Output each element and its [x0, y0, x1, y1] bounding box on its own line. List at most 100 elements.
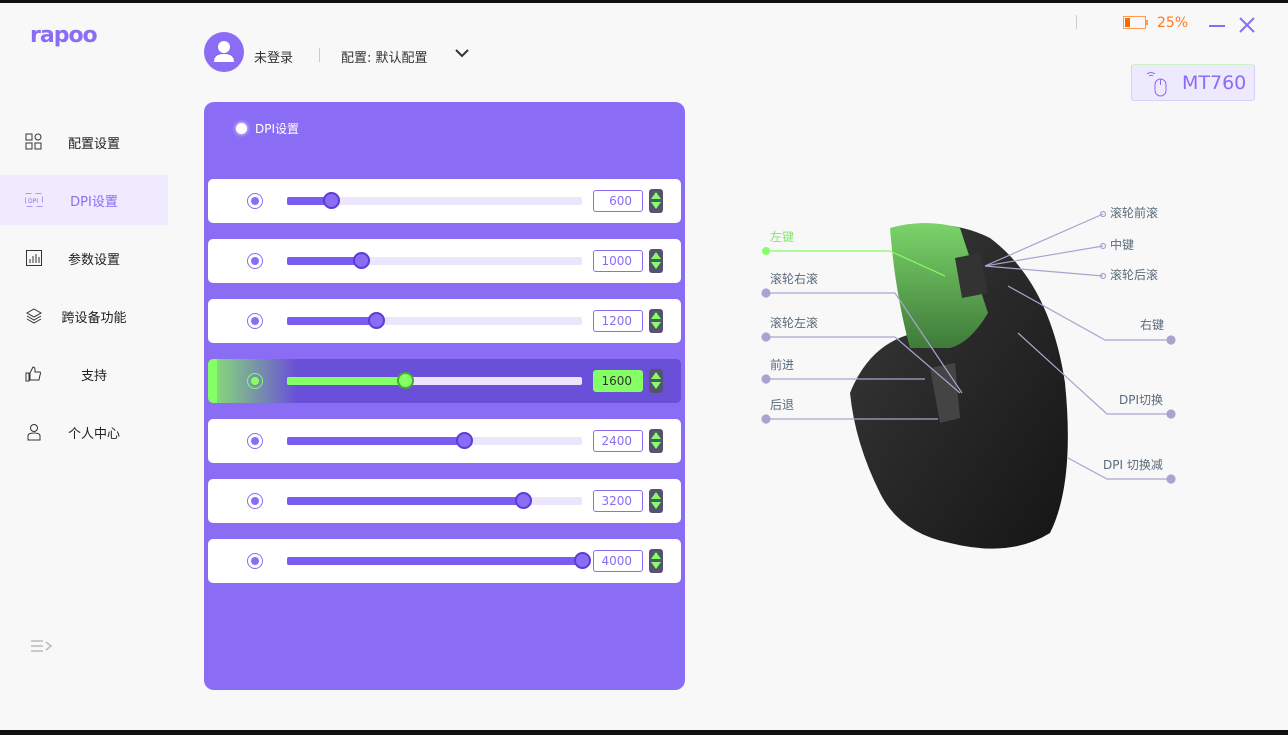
- slider-knob[interactable]: [367, 312, 385, 329]
- decrement-arrow-icon[interactable]: [651, 442, 661, 449]
- thumbs-up-icon: [25, 365, 43, 383]
- dpi-level-radio[interactable]: [247, 313, 263, 329]
- dpi-value-input[interactable]: 3200: [593, 490, 643, 512]
- battery-icon: [1123, 16, 1148, 29]
- sidebar-item-label: 个人中心: [67, 426, 120, 442]
- slider-knob[interactable]: [323, 192, 341, 209]
- slider-fill: [287, 377, 405, 385]
- label-right-click[interactable]: 右键: [1140, 318, 1165, 332]
- dpi-level-row[interactable]: 3200: [208, 479, 681, 523]
- label-dpi-switch[interactable]: DPI切换: [1119, 393, 1164, 407]
- increment-arrow-icon[interactable]: [651, 312, 661, 319]
- dpi-level-row[interactable]: 2400: [208, 419, 681, 463]
- sidebar-item-support[interactable]: 支持: [0, 349, 168, 399]
- avatar[interactable]: [204, 32, 244, 72]
- dpi-slider[interactable]: [287, 312, 582, 329]
- dpi-level-radio[interactable]: [247, 493, 263, 509]
- decrement-arrow-icon[interactable]: [651, 502, 661, 509]
- dpi-stepper[interactable]: [649, 489, 663, 513]
- dpi-level-row[interactable]: 4000: [208, 539, 681, 583]
- dpi-stepper[interactable]: [649, 249, 663, 273]
- panel-title-text: DPI设置: [255, 122, 300, 136]
- rapoo-logo: rapoo: [30, 23, 98, 48]
- app-window: rapoo 未登录 配置: 默认配置 25% MT760 配置设置 DPI DP…: [0, 3, 1288, 730]
- dpi-value-input[interactable]: 1200: [593, 310, 643, 332]
- decrement-arrow-icon[interactable]: [651, 202, 661, 209]
- dpi-level-row[interactable]: 1200: [208, 299, 681, 343]
- increment-arrow-icon[interactable]: [651, 552, 661, 559]
- dpi-slider[interactable]: [287, 252, 582, 269]
- label-middle-click[interactable]: 中键: [1110, 238, 1135, 252]
- dpi-value-input[interactable]: 4000: [593, 550, 643, 572]
- decrement-arrow-icon[interactable]: [651, 382, 661, 389]
- dpi-stepper[interactable]: [649, 189, 663, 213]
- slider-fill: [287, 497, 523, 505]
- decrement-arrow-icon[interactable]: [651, 262, 661, 269]
- divider: [319, 48, 320, 62]
- slider-knob[interactable]: [574, 552, 591, 569]
- sidebar-item-cross-device[interactable]: 跨设备功能: [0, 291, 168, 341]
- label-scroll-left[interactable]: 滚轮左滚: [770, 316, 819, 330]
- dpi-slider[interactable]: [287, 192, 582, 209]
- label-scroll-up[interactable]: 滚轮前滚: [1110, 206, 1159, 220]
- dpi-slider[interactable]: [287, 552, 591, 569]
- dpi-level-radio[interactable]: [247, 193, 263, 209]
- sidebar-item-label: 配置设置: [67, 136, 120, 152]
- profile-selector[interactable]: 配置: 默认配置: [341, 51, 428, 66]
- dpi-stepper[interactable]: [649, 429, 663, 453]
- active-indicator: [208, 359, 217, 403]
- sidebar-item-config[interactable]: 配置设置: [0, 117, 168, 167]
- dpi-value-input[interactable]: 1000: [593, 250, 643, 272]
- mouse-image: [850, 223, 1068, 549]
- decrement-arrow-icon[interactable]: [651, 562, 661, 569]
- person-icon: [25, 423, 43, 441]
- sidebar-item-profile[interactable]: 个人中心: [0, 407, 168, 457]
- dpi-level-radio[interactable]: [247, 553, 263, 569]
- label-dpi-decrease[interactable]: DPI 切换减: [1103, 458, 1163, 472]
- dpi-level-row[interactable]: 1000: [208, 239, 681, 283]
- dpi-level-radio[interactable]: [247, 433, 263, 449]
- label-forward[interactable]: 前进: [770, 358, 795, 372]
- slider-knob[interactable]: [515, 492, 532, 509]
- increment-arrow-icon[interactable]: [651, 192, 661, 199]
- collapse-menu-icon[interactable]: [30, 639, 54, 655]
- chart-icon: [25, 249, 43, 267]
- slider-knob[interactable]: [352, 252, 370, 269]
- dpi-stepper[interactable]: [649, 549, 663, 573]
- dpi-value-input[interactable]: 1600: [593, 370, 643, 392]
- dpi-icon: DPI: [25, 191, 43, 209]
- dpi-level-radio[interactable]: [247, 373, 263, 389]
- battery-percent: 25%: [1157, 15, 1189, 31]
- dpi-value-input[interactable]: 600: [593, 190, 643, 212]
- label-back[interactable]: 后退: [770, 398, 795, 412]
- slider-knob[interactable]: [397, 372, 414, 389]
- close-button[interactable]: [1237, 15, 1257, 35]
- login-status[interactable]: 未登录: [254, 51, 294, 66]
- slider-knob[interactable]: [456, 432, 473, 449]
- label-scroll-right[interactable]: 滚轮右滚: [770, 272, 819, 286]
- device-name: MT760: [1182, 72, 1247, 94]
- dpi-stepper[interactable]: [649, 369, 663, 393]
- increment-arrow-icon[interactable]: [651, 432, 661, 439]
- dpi-level-row[interactable]: 1600: [208, 359, 681, 403]
- sidebar-item-dpi[interactable]: DPI DPI设置: [0, 175, 168, 225]
- minimize-button[interactable]: [1207, 17, 1227, 33]
- decrement-arrow-icon[interactable]: [651, 322, 661, 329]
- sidebar-item-params[interactable]: 参数设置: [0, 233, 168, 283]
- dpi-stepper[interactable]: [649, 309, 663, 333]
- dpi-value-input[interactable]: 2400: [593, 430, 643, 452]
- label-left-click[interactable]: 左键: [770, 230, 795, 244]
- increment-arrow-icon[interactable]: [651, 372, 661, 379]
- chevron-down-icon[interactable]: [454, 47, 470, 59]
- dpi-slider[interactable]: [287, 432, 582, 449]
- dpi-level-radio[interactable]: [247, 253, 263, 269]
- increment-arrow-icon[interactable]: [651, 252, 661, 259]
- dpi-level-row[interactable]: 600: [208, 179, 681, 223]
- dpi-slider[interactable]: [287, 492, 582, 509]
- slider-fill: [287, 437, 464, 445]
- dpi-slider[interactable]: [287, 372, 582, 389]
- increment-arrow-icon[interactable]: [651, 492, 661, 499]
- svg-text:DPI: DPI: [28, 198, 38, 205]
- label-scroll-down[interactable]: 滚轮后滚: [1110, 268, 1159, 282]
- device-badge[interactable]: MT760: [1131, 64, 1255, 101]
